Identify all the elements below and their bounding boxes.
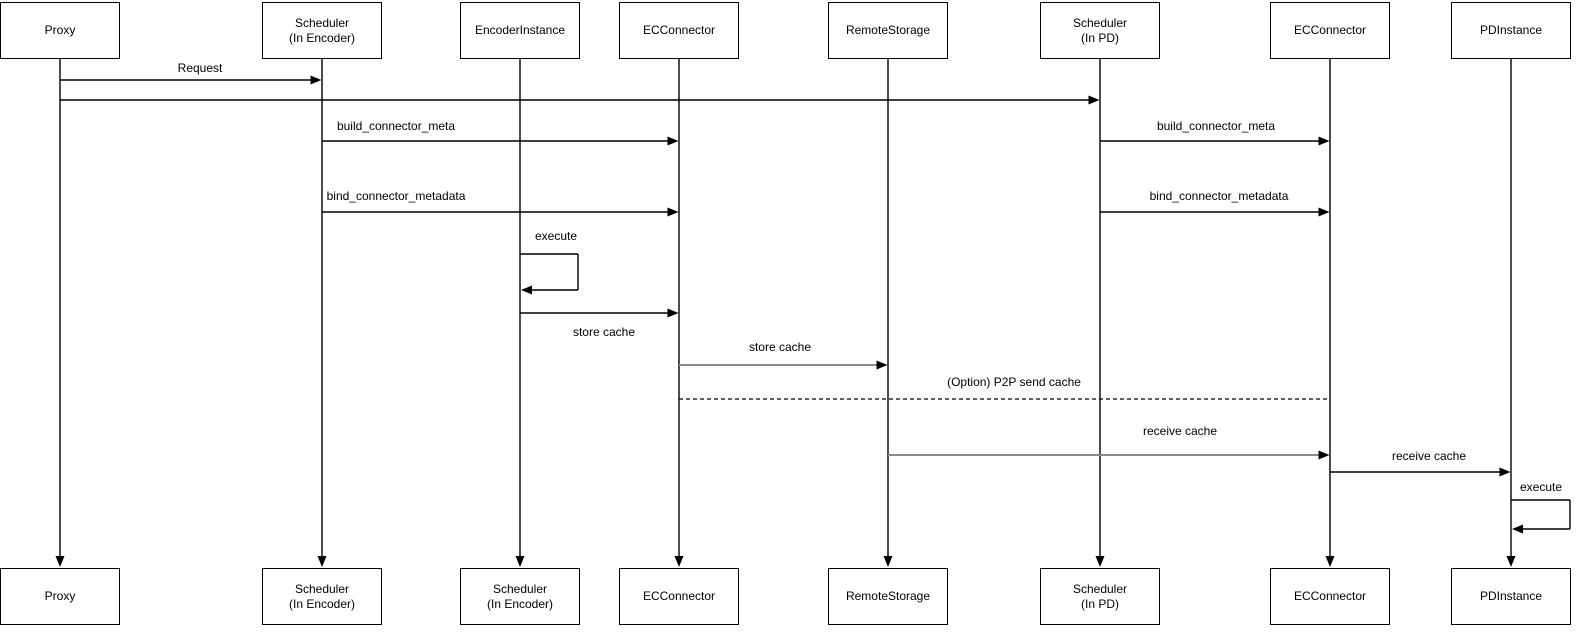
participant-top-box-ec-connector-encoder: ECConnector xyxy=(619,2,739,59)
participant-top-box-ec-connector-pd: ECConnector xyxy=(1270,2,1390,59)
message-label-store-cache-encoder-to-ec: store cache xyxy=(572,325,636,339)
participant-top-label-ec-connector-encoder: ECConnector xyxy=(642,23,716,37)
message-arrowhead-bind-connector-metadata-encoder xyxy=(667,207,679,217)
participant-top-label-scheduler-in-encoder: Scheduler xyxy=(294,15,350,30)
message-label-receive-cache-ec-to-pd: receive cache xyxy=(1391,449,1467,463)
message-arrowhead-request xyxy=(310,75,322,85)
message-arrowhead-receive-cache-remote-to-ec xyxy=(1318,450,1330,460)
message-arrowhead-receive-cache-ec-to-pd xyxy=(1499,467,1511,477)
message-label-build-connector-meta-pd: build_connector_meta xyxy=(1156,119,1276,133)
participant-bottom-box-encoder-instance: Scheduler(In Encoder) xyxy=(460,568,580,625)
message-arrowhead-build-connector-meta-encoder xyxy=(667,136,679,146)
participant-bottom-box-ec-connector-pd: ECConnector xyxy=(1270,568,1390,625)
lifeline-arrowhead-proxy xyxy=(55,556,65,567)
participant-top-box-pd-instance: PDInstance xyxy=(1451,2,1571,59)
message-label-bind-connector-metadata-encoder: bind_connector_metadata xyxy=(326,189,466,203)
lifeline-arrowhead-remote-storage xyxy=(883,556,893,567)
participant-bottom-label-encoder-instance: Scheduler xyxy=(492,581,548,596)
participant-bottom-label-proxy: Proxy xyxy=(44,589,76,603)
participant-top-label-remote-storage: RemoteStorage xyxy=(845,23,931,37)
participant-bottom-label-remote-storage: RemoteStorage xyxy=(845,589,931,603)
participant-bottom-box-remote-storage: RemoteStorage xyxy=(828,568,948,625)
participant-top-label-pd-instance: PDInstance xyxy=(1479,23,1543,37)
message-label-build-connector-meta-encoder: build_connector_meta xyxy=(336,119,456,133)
lifeline-arrowhead-scheduler-in-encoder xyxy=(317,556,327,567)
message-label-p2p-send-cache-optional: (Option) P2P send cache xyxy=(947,375,1081,389)
message-label-store-cache-ec-to-remote: store cache xyxy=(748,340,812,354)
lifeline-arrowhead-scheduler-in-pd xyxy=(1095,556,1105,567)
participant-bottom-box-pd-instance: PDInstance xyxy=(1451,568,1571,625)
participant-bottom-label-ec-connector-pd: ECConnector xyxy=(1293,589,1367,603)
participant-bottom-box-scheduler-in-pd: Scheduler(In PD) xyxy=(1040,568,1160,625)
lifeline-arrowhead-encoder-instance xyxy=(515,556,525,567)
message-label-execute-encoder-self: execute xyxy=(534,229,578,243)
lifeline-arrowhead-pd-instance xyxy=(1506,556,1516,567)
participant-top-label-proxy: Proxy xyxy=(44,23,76,37)
participant-bottom-box-scheduler-in-encoder: Scheduler(In Encoder) xyxy=(262,568,382,625)
participant-bottom-label-pd-instance: PDInstance xyxy=(1479,589,1543,603)
message-arrowhead-bind-connector-metadata-pd xyxy=(1318,207,1330,217)
participant-bottom-box-ec-connector-encoder: ECConnector xyxy=(619,568,739,625)
message-arrowhead-execute-pd-self xyxy=(1512,524,1523,534)
participant-top-box-encoder-instance: EncoderInstance xyxy=(460,2,580,59)
lifeline-arrowhead-ec-connector-encoder xyxy=(674,556,684,567)
participant-bottom-label-ec-connector-encoder: ECConnector xyxy=(642,589,716,603)
participant-top-box-proxy: Proxy xyxy=(0,2,120,59)
participant-top-label-scheduler-in-pd: (In PD) xyxy=(1080,30,1119,45)
participant-top-label-scheduler-in-pd: Scheduler xyxy=(1072,15,1128,30)
message-label-request: Request xyxy=(177,61,223,75)
participant-bottom-label-scheduler-in-encoder: (In Encoder) xyxy=(288,596,356,611)
participant-bottom-label-encoder-instance: (In Encoder) xyxy=(486,596,554,611)
message-arrowhead-execute-encoder-self xyxy=(521,285,532,295)
participant-bottom-label-scheduler-in-pd: (In PD) xyxy=(1080,596,1119,611)
message-arrowhead-store-cache-ec-to-remote xyxy=(876,360,888,370)
participant-top-box-scheduler-in-pd: Scheduler(In PD) xyxy=(1040,2,1160,59)
message-label-receive-cache-remote-to-ec: receive cache xyxy=(1142,424,1218,438)
lifeline-arrowhead-ec-connector-pd xyxy=(1325,556,1335,567)
participant-bottom-label-scheduler-in-pd: Scheduler xyxy=(1072,581,1128,596)
message-arrowhead-store-cache-encoder-to-ec xyxy=(667,308,679,318)
participant-top-box-remote-storage: RemoteStorage xyxy=(828,2,948,59)
participant-bottom-box-proxy: Proxy xyxy=(0,568,120,625)
participant-bottom-label-scheduler-in-encoder: Scheduler xyxy=(294,581,350,596)
message-arrowhead-proxy-to-scheduler-pd xyxy=(1088,95,1100,105)
message-label-bind-connector-metadata-pd: bind_connector_metadata xyxy=(1149,189,1289,203)
participant-top-label-scheduler-in-encoder: (In Encoder) xyxy=(288,30,356,45)
participant-top-label-ec-connector-pd: ECConnector xyxy=(1293,23,1367,37)
participant-top-label-encoder-instance: EncoderInstance xyxy=(474,23,566,37)
message-arrowhead-build-connector-meta-pd xyxy=(1318,136,1330,146)
message-label-execute-pd-self: execute xyxy=(1519,480,1563,494)
participant-top-box-scheduler-in-encoder: Scheduler(In Encoder) xyxy=(262,2,382,59)
